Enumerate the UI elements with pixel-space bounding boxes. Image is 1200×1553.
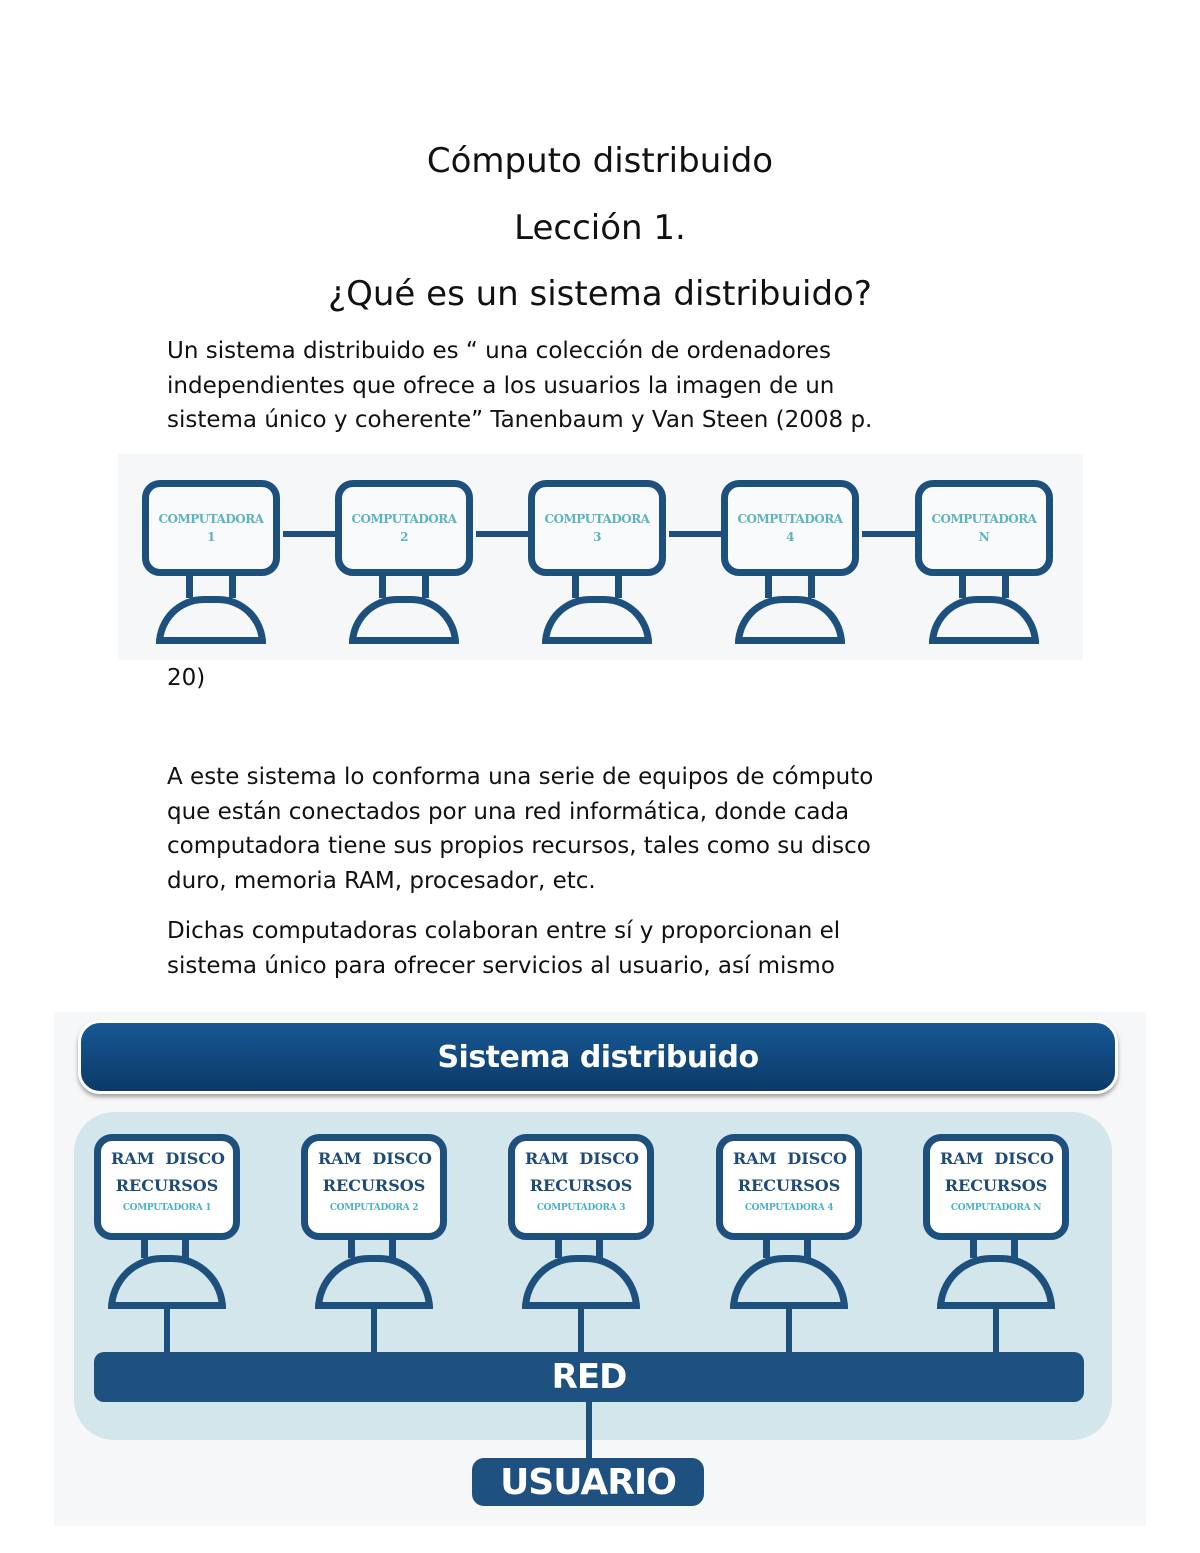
monitor-screen: RAM DISCO RECURSOS COMPUTADORA N (923, 1134, 1069, 1240)
monitor-stand (348, 1240, 396, 1258)
paragraph-description: A este sistema lo conforma una serie de … (167, 760, 1047, 898)
ram-label: RAM (318, 1149, 362, 1168)
computer-number: 3 (593, 530, 601, 544)
monitor-base (735, 596, 845, 644)
monitor-stand (959, 576, 1009, 598)
connection-line (283, 531, 336, 537)
monitor-stand (141, 1240, 189, 1258)
ram-label: RAM (940, 1149, 984, 1168)
monitor-base (315, 1255, 433, 1309)
banner-title: Sistema distribuido (437, 1039, 759, 1075)
network-connector (164, 1309, 170, 1352)
network-bar: RED (94, 1352, 1084, 1402)
monitor-screen: COMPUTADORA 1 (142, 480, 280, 576)
figure-distributed-system: Sistema distribuido RAM DISCO RECURSOS CO… (54, 1012, 1146, 1526)
computer-name: COMPUTADORA 2 (329, 1203, 419, 1213)
resources-label: RECURSOS (944, 1176, 1048, 1195)
text-line: computadora tiene sus propios recursos, … (167, 833, 871, 859)
computer-number: 1 (207, 530, 215, 544)
computer-name: COMPUTADORA N (950, 1203, 1042, 1213)
connection-line (476, 531, 529, 537)
text-line: sistema único para ofrecer servicios al … (167, 952, 835, 979)
computer-label: COMPUTADORA (931, 512, 1037, 526)
monitor-base (108, 1255, 226, 1309)
computer-label: COMPUTADORA (737, 512, 843, 526)
disk-label: DISCO (787, 1149, 847, 1168)
disk-label: DISCO (579, 1149, 639, 1168)
resources-label: RECURSOS (115, 1176, 219, 1195)
text-line: A este sistema lo conforma una serie de … (167, 764, 874, 790)
monitor-base (929, 596, 1039, 644)
monitor-base (156, 596, 266, 644)
monitor-stand (763, 1240, 811, 1258)
monitor-stand (765, 576, 815, 598)
ram-label: RAM (525, 1149, 569, 1168)
monitor-screen: COMPUTADORA 4 (721, 480, 859, 576)
ram-label: RAM (733, 1149, 777, 1168)
monitor-screen: COMPUTADORA 3 (528, 480, 666, 576)
text-line: Un sistema distribuido es “ una colecció… (167, 338, 831, 364)
text-line: independientes que ofrece a los usuarios… (167, 372, 835, 399)
user-connector (586, 1402, 592, 1460)
monitor-base (349, 596, 459, 644)
network-label: RED (551, 1357, 628, 1397)
resources-label: RECURSOS (529, 1176, 633, 1195)
computer-number: 2 (400, 530, 408, 544)
ram-label: RAM (111, 1149, 155, 1168)
computer-label: COMPUTADORA (158, 512, 264, 526)
resources-label: RECURSOS (322, 1176, 426, 1195)
network-connector (371, 1309, 377, 1352)
user-box: USUARIO (472, 1458, 704, 1506)
monitor-screen: RAM DISCO RECURSOS COMPUTADORA 1 (94, 1134, 240, 1240)
monitor-screen: COMPUTADORA 2 (335, 480, 473, 576)
figure-computer-chain: COMPUTADORA 1 COMPUTADORA 2 COMPUTADORA … (118, 454, 1083, 660)
network-connector (993, 1309, 999, 1352)
monitor-stand (970, 1240, 1018, 1258)
monitor-screen: RAM DISCO RECURSOS COMPUTADORA 3 (508, 1134, 654, 1240)
disk-label: DISCO (994, 1149, 1054, 1168)
monitor-stand (379, 576, 429, 598)
disk-label: DISCO (372, 1149, 432, 1168)
computer-label: COMPUTADORA (544, 512, 650, 526)
computer-label: COMPUTADORA (351, 512, 457, 526)
text-line: sistema único y coherente” Tanenbaum y V… (167, 407, 873, 433)
computer-number: 4 (786, 530, 794, 544)
paragraph-collaboration: Dichas computadoras colaboran entre sí y… (167, 914, 1047, 983)
computer-name: COMPUTADORA 1 (122, 1203, 212, 1213)
monitor-base (542, 596, 652, 644)
monitor-base (730, 1255, 848, 1309)
monitor-stand (572, 576, 622, 598)
monitor-base (937, 1255, 1055, 1309)
network-connector (786, 1309, 792, 1352)
connection-line (862, 531, 915, 537)
user-label: USUARIO (500, 1461, 677, 1503)
monitor-stand (555, 1240, 603, 1258)
diagram-banner: Sistema distribuido (78, 1020, 1118, 1094)
text-line: que están conectados por una red informá… (167, 798, 850, 825)
lesson-heading: Lección 1. (514, 208, 686, 248)
monitor-screen: RAM DISCO RECURSOS COMPUTADORA 2 (301, 1134, 447, 1240)
monitor-screen: COMPUTADORA N (915, 480, 1053, 576)
paragraph-definition: Un sistema distribuido es “ una colecció… (167, 334, 1047, 438)
disk-label: DISCO (165, 1149, 225, 1168)
computer-name: COMPUTADORA 3 (536, 1203, 626, 1213)
computer-name: COMPUTADORA 4 (744, 1203, 834, 1213)
monitor-base (522, 1255, 640, 1309)
citation-continuation: 20) (167, 665, 206, 691)
monitor-screen: RAM DISCO RECURSOS COMPUTADORA 4 (716, 1134, 862, 1240)
network-connector (578, 1309, 584, 1352)
computer-number: N (978, 530, 990, 544)
document-title: Cómputo distribuido (426, 141, 774, 181)
monitor-stand (186, 576, 236, 598)
text-line: Dichas computadoras colaboran entre sí y… (167, 918, 841, 944)
question-heading: ¿Qué es un sistema distribuido? (328, 274, 872, 314)
resources-label: RECURSOS (737, 1176, 841, 1195)
connection-line (669, 531, 722, 537)
text-line: duro, memoria RAM, procesador, etc. (167, 867, 596, 894)
